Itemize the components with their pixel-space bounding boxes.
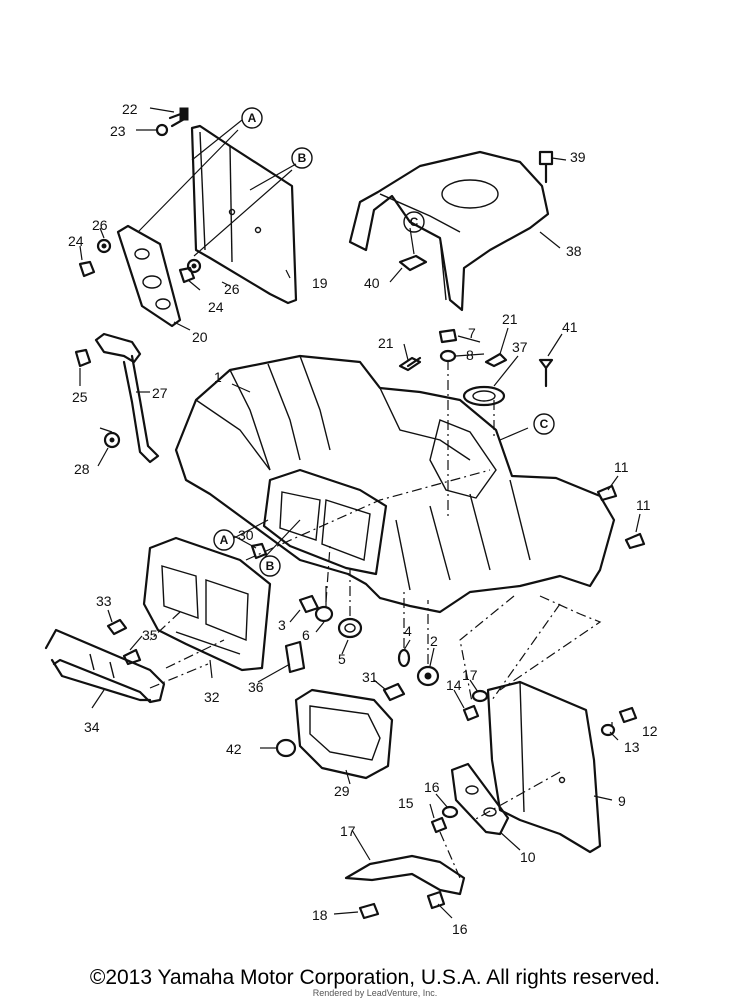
watermark-text: Rendered by LeadVenture, Inc.: [312, 988, 438, 998]
label-11b: 11: [636, 497, 651, 513]
label-21a: 21: [378, 335, 394, 351]
label-7: 7: [468, 325, 476, 341]
label-39: 39: [570, 149, 586, 165]
label-40: 40: [364, 275, 380, 291]
copyright-text: ©2013 Yamaha Motor Corporation, U.S.A. A…: [89, 966, 661, 989]
part-9-mud-flap: [486, 680, 602, 854]
label-6: 6: [302, 627, 310, 643]
label-10: 10: [520, 849, 536, 865]
label-12: 12: [642, 723, 658, 739]
label-22: 22: [122, 101, 138, 117]
label-15: 16: [452, 921, 468, 937]
label-20: 20: [192, 329, 208, 345]
label-34: 34: [84, 719, 100, 735]
label-17: 17: [340, 823, 356, 839]
label-42: 42: [226, 741, 242, 757]
part-10-plate: [450, 762, 510, 836]
label-11a: 11: [614, 459, 629, 475]
label-24a: 24: [68, 233, 84, 249]
label-2: 2: [430, 633, 438, 649]
part-36-bracket: [284, 640, 306, 674]
part-17-stay: [344, 854, 466, 896]
label-9: 9: [618, 793, 626, 809]
label-26b: 26: [224, 281, 240, 297]
label-38: 38: [566, 243, 582, 259]
part-38-cover: [348, 150, 550, 312]
label-23: 23: [110, 123, 126, 139]
label-1: 1: [214, 369, 222, 385]
part-34-guard: [44, 628, 166, 704]
fasteners: [74, 107, 646, 920]
label-16b: 16: [424, 779, 440, 795]
ref-a-front: A: [220, 533, 229, 547]
label-30: 30: [238, 527, 254, 543]
part-29-box: [294, 688, 394, 780]
label-8: 8: [466, 347, 474, 363]
label-24b: 24: [208, 299, 224, 315]
label-16a: 17: [462, 667, 478, 683]
part-19-panel: [190, 124, 298, 305]
assembly-lines: [149, 360, 602, 879]
label-36: 36: [248, 679, 264, 695]
label-33: 33: [96, 593, 112, 609]
label-32: 32: [204, 689, 220, 705]
part-27-stay: [94, 332, 160, 464]
ref-b-front: B: [266, 559, 275, 573]
label-27: 27: [152, 385, 168, 401]
label-14b: 15: [398, 795, 414, 811]
label-13: 13: [624, 739, 640, 755]
label-25: 25: [72, 389, 88, 405]
part-labels: 22 23 26 24 26 24 19 20 25 27 28 39 38 4…: [68, 101, 658, 937]
label-26a: 26: [92, 217, 108, 233]
ref-a-top: A: [248, 111, 257, 125]
ref-c-right: C: [540, 417, 549, 431]
reference-markers: A B C C A B: [213, 107, 555, 577]
label-3: 3: [278, 617, 286, 633]
ref-c-top: C: [410, 215, 419, 229]
label-29: 29: [334, 783, 350, 799]
label-5: 5: [338, 651, 346, 667]
label-28: 28: [74, 461, 90, 477]
label-14a: 14: [446, 677, 462, 693]
part-1-front-fender: [174, 354, 616, 614]
label-41: 41: [562, 319, 578, 335]
leader-lines: [79, 107, 641, 919]
label-31: 31: [362, 669, 378, 685]
ref-b-top: B: [298, 151, 307, 165]
label-18: 18: [312, 907, 328, 923]
part-20-bracket: [116, 224, 182, 328]
part-40-clip: [398, 254, 428, 272]
label-19: 19: [312, 275, 328, 291]
label-4: 4: [404, 623, 412, 639]
label-35: 35: [142, 627, 158, 643]
label-37: 37: [512, 339, 528, 355]
part-32-headlight-housing: [142, 536, 272, 672]
label-21b: 21: [502, 311, 518, 327]
